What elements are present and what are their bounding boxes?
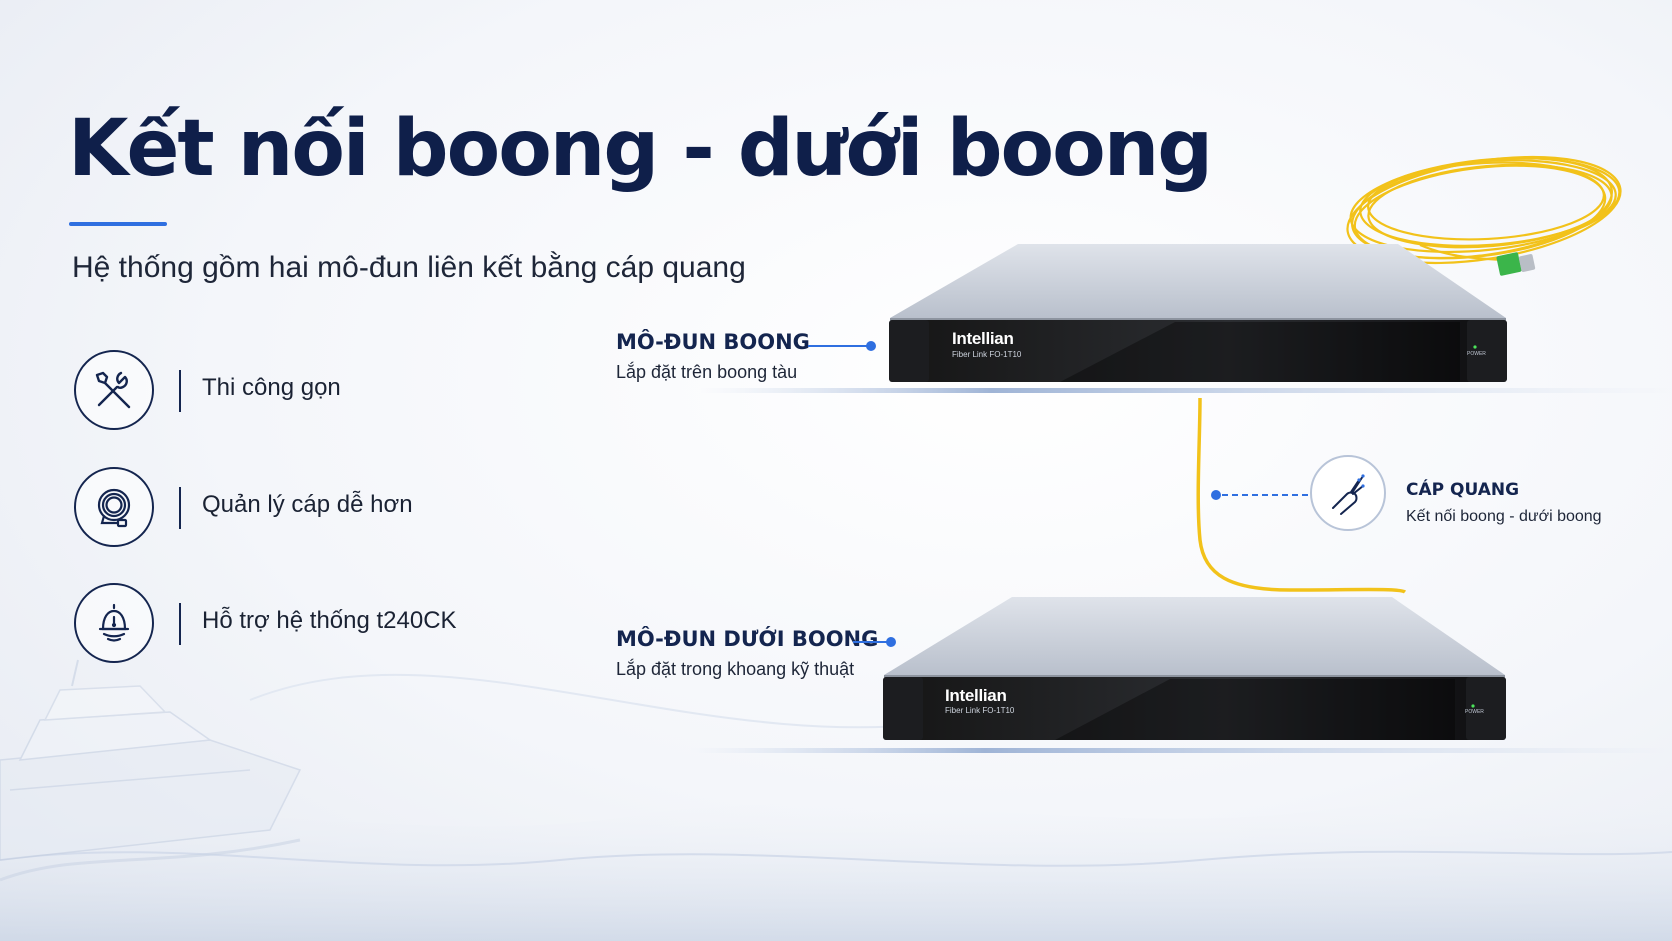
deck-module-power-label: POWER [1467, 351, 1486, 357]
below-deck-module-brand: Intellian [945, 686, 1007, 705]
title-underline [69, 222, 167, 226]
fiber-optic-icon [1310, 455, 1386, 531]
deck-module-subtitle: Lắp đặt trên boong tàu [616, 362, 798, 382]
fiber-subtitle: Kết nối boong - dưới boong [1406, 508, 1602, 525]
below-deck-module-leader-line [853, 641, 889, 643]
cable-coil [1346, 155, 1622, 265]
below-deck-module-title: MÔ-ĐUN DƯỚI BOONG [616, 627, 879, 651]
deck-module-device [889, 244, 1507, 382]
fiber-title: CÁP QUANG [1406, 480, 1520, 500]
fiber-leader-line [1222, 494, 1308, 496]
feature-divider [179, 370, 181, 412]
feature-label: Thi công gọn [202, 374, 341, 401]
below-deck-module-device [883, 597, 1506, 740]
upper-shelf [700, 388, 1672, 393]
feature-divider [179, 487, 181, 529]
feature-item: Hỗ trợ hệ thống t240CK [74, 583, 534, 669]
below-deck-module-callout: MÔ-ĐUN DƯỚI BOONG Lắp đặt trong khoang k… [616, 627, 878, 680]
feature-item: Quản lý cáp dễ hơn [74, 467, 534, 553]
deck-module-brand: Intellian [952, 329, 1014, 348]
deck-module-callout: MÔ-ĐUN BOONG Lắp đặt trên boong tàu [616, 330, 810, 383]
deck-module-leader-dot [866, 341, 876, 351]
page-title: Kết nối boong - dưới boong [68, 104, 1213, 194]
fiber-callout: CÁP QUANG Kết nối boong - dưới boong [1406, 480, 1602, 526]
fiber-leader-dot [1211, 490, 1221, 500]
beacon-icon [74, 583, 154, 663]
deck-module-title: MÔ-ĐUN BOONG [616, 330, 810, 354]
below-deck-module-power-label: POWER [1465, 709, 1484, 715]
feature-label: Hỗ trợ hệ thống t240CK [202, 607, 457, 634]
feature-label: Quản lý cáp dễ hơn [202, 491, 413, 518]
below-deck-module-subtitle: Lắp đặt trong khoang kỹ thuật [616, 659, 855, 679]
below-deck-module-model: Fiber Link FO-1T10 [945, 706, 1015, 715]
lower-shelf [690, 748, 1672, 753]
feature-divider [179, 603, 181, 645]
yacht-illustration [0, 659, 302, 882]
below-deck-module-leader-dot [886, 637, 896, 647]
feature-item: Thi công gọn [74, 350, 534, 436]
deck-module-leader-line [808, 345, 870, 347]
page-subtitle: Hệ thống gồm hai mô-đun liên kết bằng cá… [72, 251, 746, 284]
deck-module-model: Fiber Link FO-1T10 [952, 350, 1022, 359]
tools-icon [74, 350, 154, 430]
fiber-connector [1496, 252, 1536, 276]
cable-coil-icon [74, 467, 154, 547]
fiber-cable [1196, 397, 1407, 594]
